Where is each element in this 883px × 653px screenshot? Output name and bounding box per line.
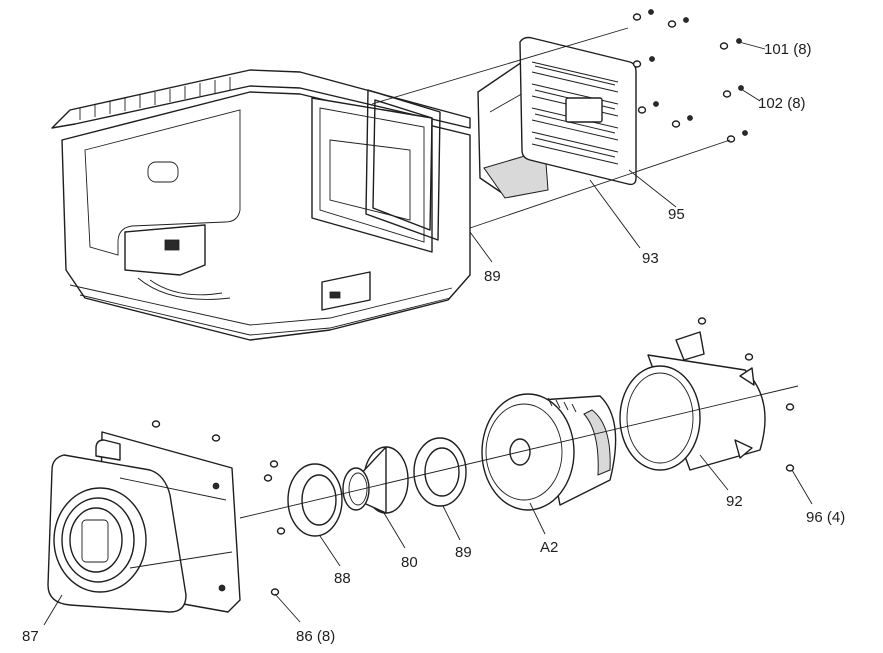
gasket-frame-top: [365, 89, 441, 241]
callout-92: 92: [726, 493, 743, 510]
inlet-nozzle: [342, 446, 409, 514]
motor: [481, 393, 617, 511]
motor-shroud: [619, 331, 766, 471]
screws-bottom: [151, 317, 795, 596]
leader-lines: [43, 41, 813, 626]
callout-89-top: 89: [484, 268, 501, 285]
callout-93: 93: [642, 250, 659, 267]
callout-102: 102 (8): [758, 95, 806, 112]
callout-A2: A2: [540, 539, 558, 556]
callout-80: 80: [401, 554, 418, 571]
housing-body: [51, 69, 471, 341]
screws-top: [632, 9, 748, 143]
callout-101: 101 (8): [764, 41, 812, 58]
callout-88: 88: [334, 570, 351, 587]
callout-86: 86 (8): [296, 628, 335, 645]
seal-ring-89: [413, 437, 467, 507]
grille-cover: [519, 36, 637, 186]
callout-87: 87: [22, 628, 39, 645]
axis-lines-top: [371, 27, 731, 229]
axis-line-bottom: [239, 385, 799, 519]
callout-89-bottom: 89: [455, 544, 472, 561]
callout-96: 96 (4): [806, 509, 845, 526]
callout-95: 95: [668, 206, 685, 223]
fan-housing: [47, 431, 241, 613]
